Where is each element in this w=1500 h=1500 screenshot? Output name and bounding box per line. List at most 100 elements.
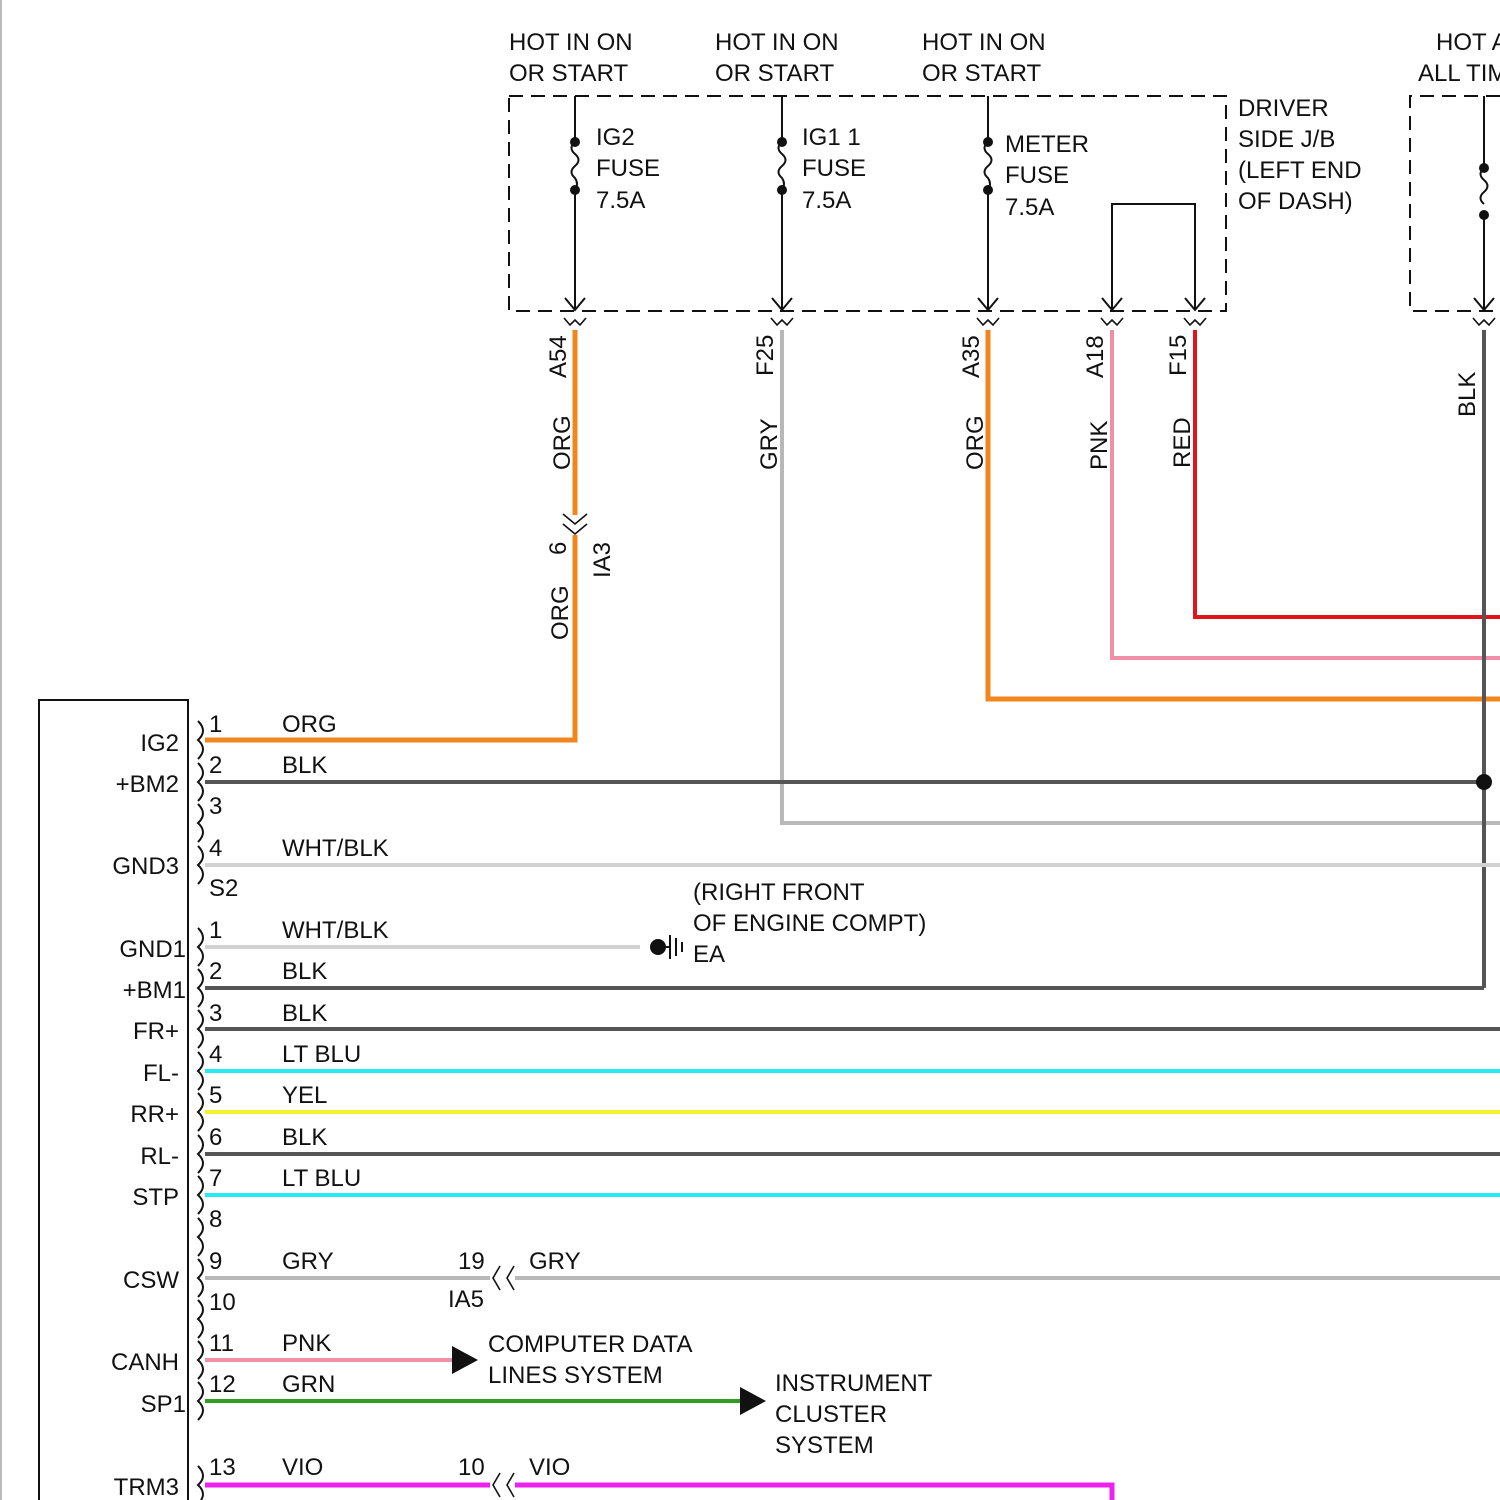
- jb2-dashed-outline: [1410, 96, 1500, 311]
- fuse-2-rating: 7.5A: [802, 187, 851, 214]
- lower-pin-3-signal: FR+: [133, 1018, 179, 1045]
- supply-4-line2: ALL TIM: [1418, 60, 1500, 87]
- supply-1-line1: HOT IN ON: [509, 29, 633, 56]
- lower-pin-3: 3: [209, 1000, 222, 1027]
- fuse-1-rating: 7.5A: [596, 187, 645, 214]
- terminal-bracket: [198, 1341, 203, 1379]
- instrument-cluster-arrow: [740, 1387, 766, 1415]
- lower-pin-5: 5: [209, 1082, 222, 1109]
- vio-inline-connector: 10 VIO: [458, 1454, 570, 1497]
- terminal-bracket: [198, 1300, 203, 1338]
- lower-pin-7-signal: STP: [132, 1184, 179, 1211]
- connector-s2: S2: [209, 875, 238, 902]
- lower-pin-10: 10: [209, 1289, 236, 1316]
- upper-pin-1-color: ORG: [282, 711, 337, 738]
- lower-pin-2-signal: +BM1: [123, 977, 186, 1004]
- jb-label-line2: SIDE J/B: [1238, 126, 1335, 153]
- jb-label-line1: DRIVER: [1238, 95, 1329, 122]
- lower-pin-5-color: YEL: [282, 1082, 327, 1109]
- supply-labels: HOT IN ON OR START HOT IN ON OR START HO…: [509, 29, 1500, 87]
- fuse-3-rating: 7.5A: [1005, 194, 1054, 221]
- terminal-bracket: [198, 1093, 203, 1131]
- terminal-bracket: [198, 928, 203, 966]
- lower-pin-12-color: GRN: [282, 1371, 335, 1398]
- terminal-bracket: [198, 804, 203, 842]
- upper-pin-3: 3: [209, 793, 222, 820]
- upper-pin-1: 1: [209, 711, 222, 738]
- supply-3-line1: HOT IN ON: [922, 29, 1046, 56]
- fuse-2-name: IG1 1: [802, 124, 861, 151]
- lower-pin-3-color: BLK: [282, 1000, 327, 1027]
- lower-pin-1: 1: [209, 917, 222, 944]
- lower-pin-5-signal: RR+: [130, 1101, 179, 1128]
- fuse-labels: IG2 FUSE 7.5A IG1 1 FUSE 7.5A METER FUSE…: [596, 124, 1089, 221]
- splice-point: [1476, 774, 1492, 790]
- color-f25-gry: GRY: [756, 418, 783, 470]
- jb-pin-ticks: [564, 318, 1495, 325]
- lower-pin-9-signal: CSW: [123, 1267, 179, 1294]
- ground-ea: (RIGHT FRONT OF ENGINE COMPT) EA: [650, 879, 926, 968]
- fuse-ig1: [772, 96, 792, 310]
- fuse-ig2: [565, 96, 585, 310]
- lower-pin-2: 2: [209, 958, 222, 985]
- lower-pin-13-color: VIO: [282, 1454, 323, 1481]
- jb-label-line3: (LEFT END: [1238, 157, 1362, 184]
- lower-pin-12: 12: [209, 1371, 236, 1398]
- supply-2-line1: HOT IN ON: [715, 29, 839, 56]
- color-a18-pnk: PNK: [1086, 421, 1113, 470]
- upper-pin-2: 2: [209, 752, 222, 779]
- ia3-name: IA3: [589, 542, 616, 578]
- lower-pin-1-color: WHT/BLK: [282, 917, 389, 944]
- terminal-bracket: [198, 1382, 203, 1420]
- terminal-bracket: [198, 1010, 203, 1048]
- terminal-bracket: [198, 763, 203, 801]
- terminal-bracket: [198, 846, 203, 884]
- fuse-meter: [978, 96, 998, 310]
- jb-label: DRIVER SIDE J/B (LEFT END OF DASH): [1238, 95, 1362, 215]
- terminal-bracket: [198, 1259, 203, 1297]
- lower-pin-6-color: BLK: [282, 1124, 327, 1151]
- computer-data-line2: LINES SYSTEM: [488, 1362, 663, 1389]
- terminal-bracket: [198, 1218, 203, 1256]
- lower-pin-7-color: LT BLU: [282, 1165, 361, 1192]
- lower-pin-6: 6: [209, 1124, 222, 1151]
- lower-pin-11-signal: CANH: [111, 1349, 179, 1376]
- terminal-bracket: [198, 1466, 203, 1500]
- color-right-blk: BLK: [1454, 372, 1481, 417]
- ground-dot: [650, 939, 666, 955]
- vio-inline-pin: 10: [458, 1454, 485, 1481]
- connector-terminals: [198, 721, 203, 1500]
- terminal-bracket: [198, 721, 203, 759]
- lower-pin-12-signal: SP1: [141, 1391, 186, 1418]
- upper-pin-1-signal: IG2: [140, 730, 179, 757]
- pin-a18: A18: [1082, 335, 1109, 378]
- terminal-bracket: [198, 1052, 203, 1090]
- computer-data-arrow: [452, 1346, 478, 1374]
- lower-pin-4-color: LT BLU: [282, 1041, 361, 1068]
- fuse-1-type: FUSE: [596, 155, 660, 182]
- lower-pin-11: 11: [209, 1330, 234, 1357]
- fuse-1-name: IG2: [596, 124, 635, 151]
- lower-pin-4-signal: FL-: [143, 1060, 179, 1087]
- terminal-bracket: [198, 1135, 203, 1173]
- wire-trm3-vio-right: [515, 1485, 1112, 1500]
- lower-pin-1-signal: GND1: [119, 936, 186, 963]
- ground-label-line3: EA: [693, 941, 725, 968]
- fuse-3-name: METER: [1005, 131, 1089, 158]
- lower-pin-4: 4: [209, 1041, 222, 1068]
- lower-pin-13-signal: TRM3: [114, 1474, 179, 1500]
- supply-1-line2: OR START: [509, 60, 628, 87]
- lower-pin-13: 13: [209, 1454, 236, 1481]
- ground-label-line2: OF ENGINE COMPT): [693, 910, 926, 937]
- system-references: COMPUTER DATA LINES SYSTEM INSTRUMENT CL…: [452, 1331, 933, 1459]
- vertical-labels: A54 F25 A35 A18 F15 ORG GRY ORG PNK RED …: [545, 335, 1481, 640]
- lower-connector: 1 WHT/BLK GND1 2 BLK +BM1 3 BLK FR+ 4 LT…: [111, 917, 389, 1500]
- supply-4-line1: HOT A: [1436, 29, 1500, 56]
- vio-inline-color: VIO: [529, 1454, 570, 1481]
- terminal-bracket: [198, 969, 203, 1007]
- upper-pin-2-color: BLK: [282, 752, 327, 779]
- fuse-3-type: FUSE: [1005, 162, 1069, 189]
- terminal-bracket: [198, 1176, 203, 1214]
- ia5-color: GRY: [529, 1248, 581, 1275]
